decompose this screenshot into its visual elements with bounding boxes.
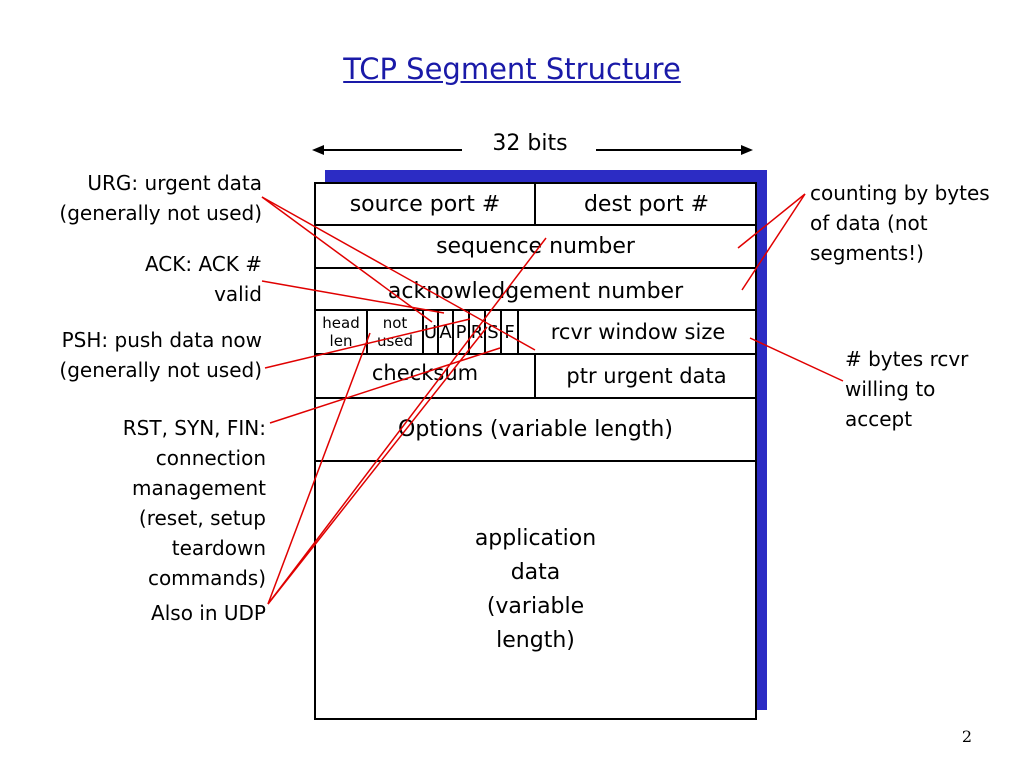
flag-fin: F — [502, 311, 519, 353]
row-checksum: checksum ptr urgent data — [316, 355, 755, 399]
row-flags: head len not used U A P R S F rcvr windo… — [316, 311, 755, 355]
field-options: Options (variable length) — [398, 417, 673, 442]
row-ports: source port # dest port # — [316, 184, 755, 226]
row-ack: acknowledgement number — [316, 269, 755, 311]
flag-ack: A — [439, 311, 454, 353]
segment-diagram: source port # dest port # sequence numbe… — [314, 182, 757, 720]
row-options: Options (variable length) — [316, 399, 755, 462]
note-rst-syn-fin: RST, SYN, FIN: connection management (re… — [122, 416, 266, 590]
flag-psh: P — [454, 311, 470, 353]
field-sequence-number: sequence number — [436, 234, 635, 259]
field-dest-port: dest port # — [583, 191, 710, 217]
slide-title: TCP Segment Structure — [343, 52, 681, 86]
note-urg: URG: urgent data (generally not used) — [59, 171, 262, 225]
field-source-port: source port # — [316, 184, 536, 224]
field-ptr-urgent: ptr urgent data — [566, 364, 727, 388]
note-window: # bytes rcvr willing to accept — [845, 347, 969, 431]
note-also-udp: Also in UDP — [151, 601, 266, 625]
row-sequence: sequence number — [316, 226, 755, 269]
field-rcvr-window: rcvr window size — [550, 320, 726, 344]
width-label: 32 bits — [492, 131, 568, 156]
flag-urg: U — [424, 311, 439, 353]
field-ack-number: acknowledgement number — [387, 278, 684, 304]
note-ack: ACK: ACK # valid — [144, 252, 262, 306]
flag-rst: R — [470, 311, 486, 353]
field-application-data: application data (variable length) — [474, 526, 597, 653]
note-psh: PSH: push data now (generally not used) — [59, 328, 262, 382]
page-number: 2 — [961, 727, 972, 746]
field-not-used: not used — [368, 311, 424, 353]
flag-syn: S — [486, 311, 502, 353]
note-counting: counting by bytes of data (not segments!… — [810, 181, 990, 265]
field-head-len: head len — [316, 311, 368, 353]
